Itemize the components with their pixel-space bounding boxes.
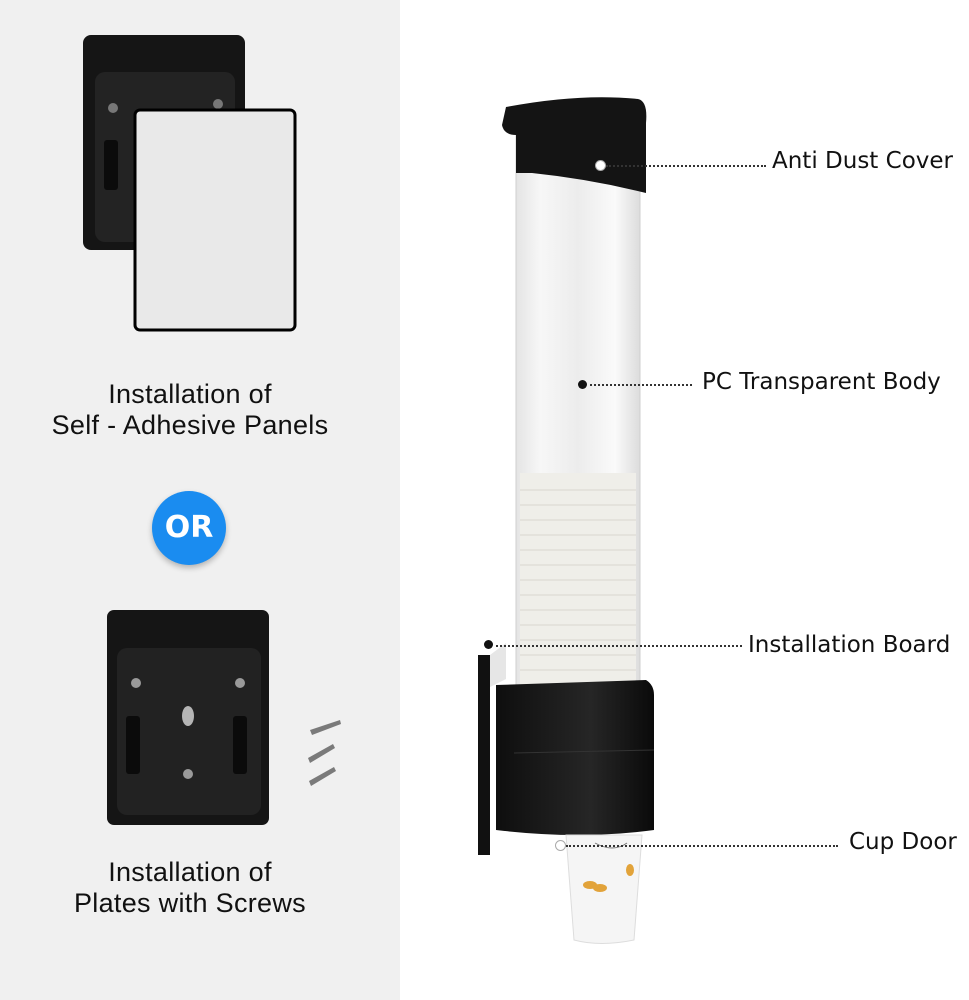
callout-anti-dust-cover: Anti Dust Cover <box>772 148 953 174</box>
adhesive-plate-image <box>83 35 297 332</box>
callout-pc-transparent-body: PC Transparent Body <box>702 369 941 395</box>
anti-dust-cover-leader <box>606 165 766 167</box>
screw-caption-line2: Plates with Screws <box>74 888 306 918</box>
cup-dispenser-image <box>478 97 655 944</box>
installation-board-marker <box>484 640 493 649</box>
cup-door-marker <box>555 840 566 851</box>
adhesive-caption-line2: Self - Adhesive Panels <box>51 410 329 440</box>
callout-installation-board: Installation Board <box>748 632 951 658</box>
or-badge: OR <box>152 491 226 565</box>
adhesive-caption-line1: Installation of <box>108 379 272 409</box>
anti-dust-cover-marker <box>595 160 606 171</box>
cup-door-leader <box>566 845 838 847</box>
screws-icon <box>308 720 341 786</box>
screw-plate-image <box>107 610 341 825</box>
installation-board-leader <box>496 645 742 647</box>
product-diagram-panel: Anti Dust Cover PC Transparent Body Inst… <box>400 0 969 1000</box>
pc-body-marker <box>578 380 587 389</box>
installation-options-panel: Installation of Self - Adhesive Panels O… <box>0 0 400 1000</box>
pc-body-leader <box>590 384 692 386</box>
callout-cup-door: Cup Door <box>849 829 957 855</box>
screw-caption-line1: Installation of <box>108 857 272 887</box>
